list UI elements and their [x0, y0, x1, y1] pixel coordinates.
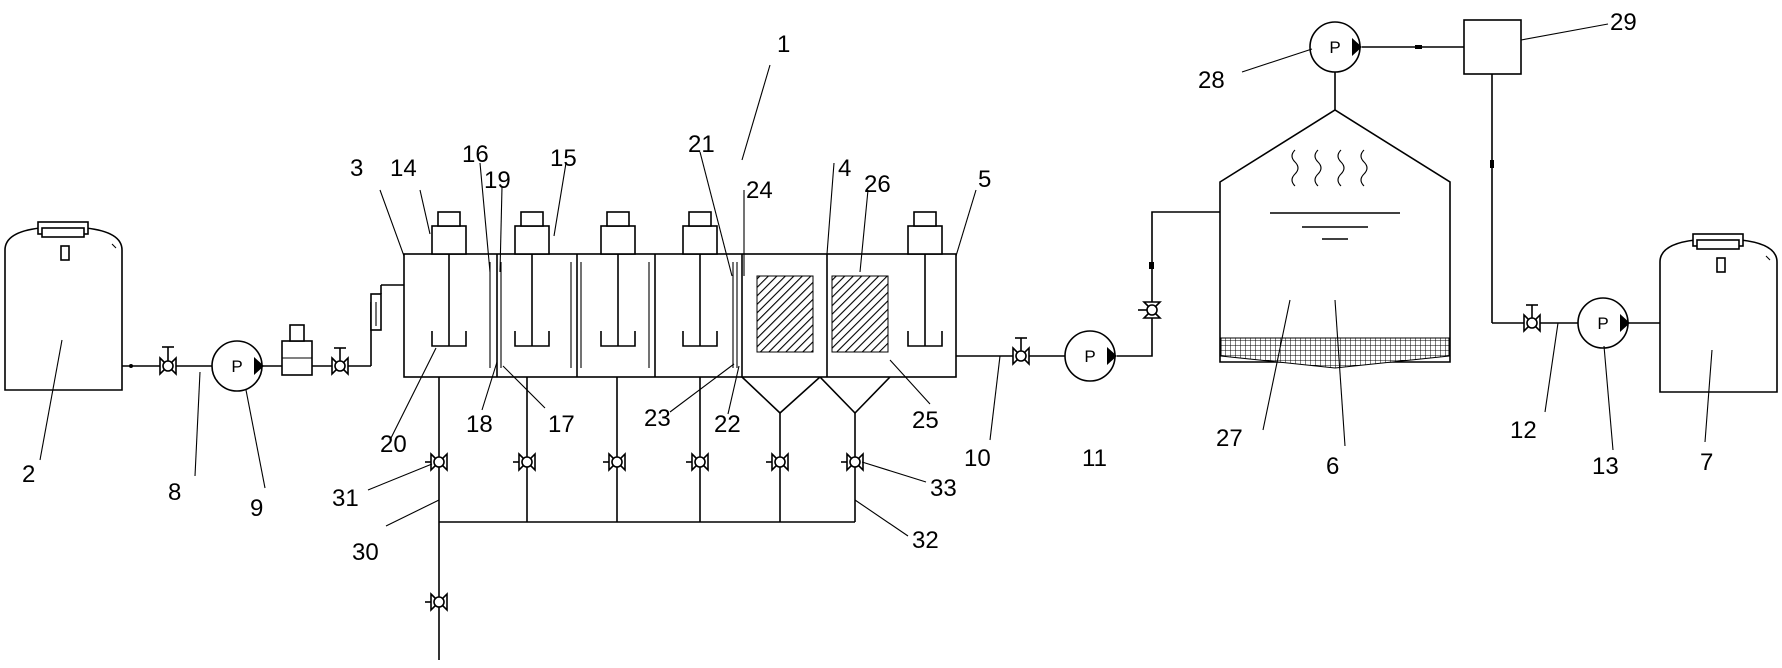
callout-6: 6 [1326, 453, 1339, 480]
callout-13: 13 [1592, 453, 1619, 480]
riser-pipe [1117, 211, 1220, 357]
callout-14: 14 [390, 155, 417, 182]
callout-27: 27 [1216, 425, 1243, 452]
valve-inlet-2 [331, 347, 349, 376]
callout-26: 26 [864, 171, 891, 198]
callout-33: 33 [930, 475, 957, 502]
pump-13: P [1577, 297, 1630, 349]
hopper-1 [741, 376, 821, 415]
valve-inlet-1 [159, 346, 177, 376]
callout-10: 10 [964, 445, 991, 472]
svg-text:P: P [1084, 347, 1095, 366]
mixer-3 [600, 211, 636, 347]
filter-media-1 [756, 275, 814, 353]
mixer-4 [682, 211, 718, 347]
main-drain-valve [425, 592, 448, 612]
callout-3: 3 [350, 155, 363, 182]
hopper-2 [819, 376, 891, 415]
callout-7: 7 [1700, 449, 1713, 476]
drain-valve-6 [841, 452, 864, 472]
mixer-2 [514, 211, 550, 347]
callout-labels: 1 2 3 4 5 6 7 8 9 10 11 12 13 14 15 16 1… [22, 9, 1713, 566]
callout-29: 29 [1610, 9, 1637, 36]
callout-30: 30 [352, 539, 379, 566]
callout-25: 25 [912, 407, 939, 434]
drain-valve-3 [603, 452, 626, 472]
svg-text:P: P [1597, 314, 1608, 333]
valve-12 [1523, 304, 1541, 333]
leader-lines [39, 23, 1713, 537]
mixer-1 [431, 211, 467, 347]
callout-19: 19 [484, 167, 511, 194]
pump-9: P [211, 340, 264, 392]
raw-water-tank [4, 221, 123, 391]
callout-15: 15 [550, 145, 577, 172]
callout-17: 17 [548, 411, 575, 438]
drain-valve-4 [686, 452, 709, 472]
callout-9: 9 [250, 495, 263, 522]
packing-layer [1220, 337, 1450, 369]
callout-8: 8 [168, 479, 181, 506]
callout-11: 11 [1082, 445, 1107, 472]
callout-2: 2 [22, 461, 35, 488]
callout-12: 12 [1510, 417, 1537, 444]
product-tank [1659, 233, 1778, 393]
condenser-29 [1463, 19, 1522, 75]
valve-riser [1138, 301, 1162, 319]
drain-valve-1 [425, 452, 448, 472]
callout-31: 31 [332, 485, 359, 512]
callout-24: 24 [746, 177, 773, 204]
callout-22: 22 [714, 411, 741, 438]
svg-text:P: P [1329, 38, 1340, 57]
callout-20: 20 [380, 431, 407, 458]
svg-text:P: P [231, 357, 242, 376]
dosing-device [281, 324, 332, 376]
pump-28: P [1309, 21, 1362, 73]
mixer-5 [907, 211, 943, 347]
callout-5: 5 [978, 166, 991, 193]
drain-valve-5 [766, 452, 789, 472]
pump-11: P [1064, 330, 1117, 382]
callout-16: 16 [462, 141, 489, 168]
valve-outlet [1012, 337, 1030, 366]
filter-media-2 [831, 275, 889, 353]
callout-18: 18 [466, 411, 493, 438]
evaporator [1219, 97, 1451, 369]
drain-valve-2 [513, 452, 536, 472]
callout-32: 32 [912, 527, 939, 554]
callout-4: 4 [838, 155, 851, 182]
callout-23: 23 [644, 405, 671, 432]
callout-1: 1 [777, 31, 790, 58]
flow-meter [370, 284, 404, 366]
callout-21: 21 [688, 131, 715, 158]
callout-28: 28 [1198, 67, 1225, 94]
